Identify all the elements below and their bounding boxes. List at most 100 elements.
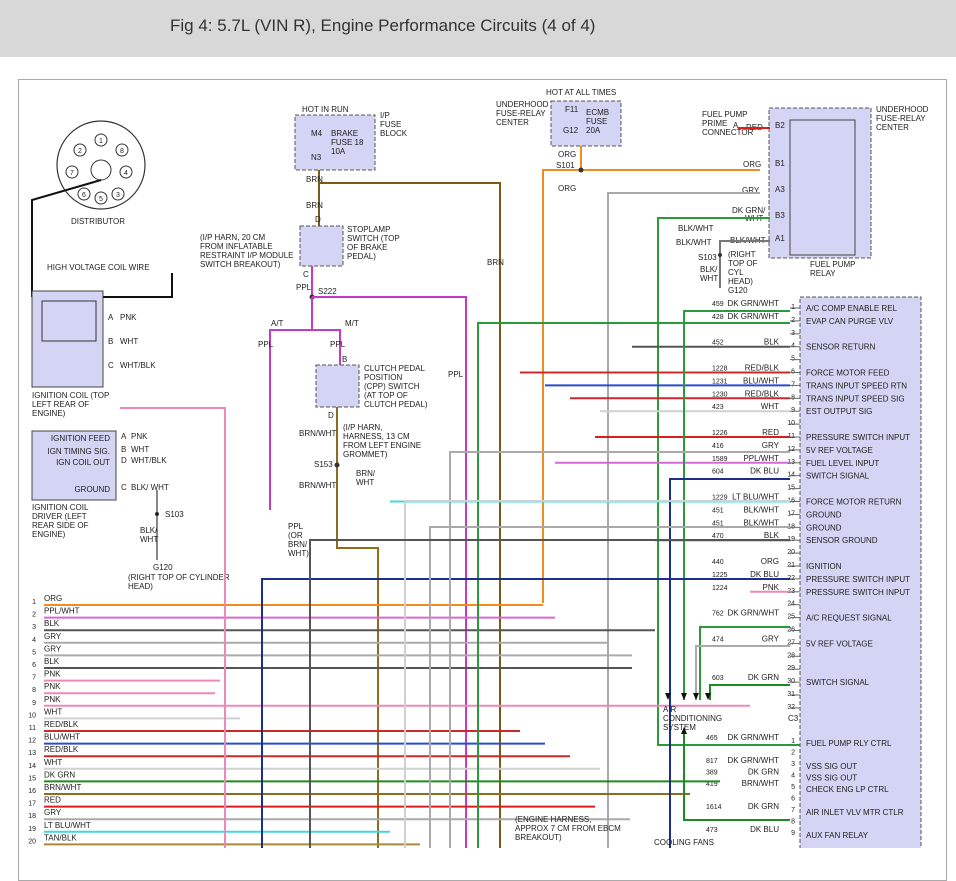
- c2-wire-color: DK BLU: [750, 467, 779, 476]
- distributor-center: [90, 159, 112, 181]
- ac-system-label-line: CONDITIONING: [663, 714, 722, 723]
- underhood-center-label-line: CENTER: [496, 118, 529, 127]
- ip-harness-13cm-note-line: HARNESS, 13 CM: [343, 432, 410, 441]
- left-pin-number: 1: [32, 599, 36, 606]
- relay-pin: A1: [775, 234, 785, 243]
- c3-pin-number: 3: [791, 761, 795, 768]
- left-wire-color: PPL/WHT: [44, 607, 80, 616]
- coil-driver-wire: PNK: [131, 432, 148, 441]
- c2-wire-color: DK BLU: [750, 570, 779, 579]
- switch-signal-wire: [669, 478, 790, 848]
- c2-function: FUEL LEVEL INPUT: [806, 459, 879, 468]
- c3-pin-number: 2: [791, 750, 795, 757]
- blk-wht-wire: [719, 240, 770, 288]
- stoplamp-switch-label-line: OF BRAKE: [347, 243, 387, 252]
- c3-circuit-number: 465: [706, 735, 718, 742]
- distributor-cap: [56, 120, 146, 210]
- ip-fuse-block-label-line: BLOCK: [380, 129, 408, 138]
- fuel-pump-prime-label-line: FUEL PUMP: [702, 110, 748, 119]
- c3-pin-number: 6: [791, 796, 795, 803]
- left-pin-number: 4: [32, 637, 36, 644]
- left-pin-number: 11: [29, 725, 36, 732]
- coil-wire-color: PNK: [120, 313, 137, 322]
- engine-harness-note-line: BREAKOUT): [515, 833, 562, 842]
- ip-fuse-block: [294, 114, 376, 171]
- left-wire-color: RED/BLK: [44, 720, 79, 729]
- splice-s153: [334, 462, 340, 468]
- coil-pnk-wire: [120, 407, 226, 848]
- c2-wire-color: BLU/WHT: [743, 376, 779, 385]
- c3-circuit-number: 817: [706, 758, 718, 765]
- left-pin-number: 17: [28, 801, 36, 808]
- coil-driver-wire: WHT/BLK: [131, 456, 167, 465]
- g120-note-line: (RIGHT TOP OF CYLINDER: [128, 573, 230, 582]
- c2-circuit-number: 1230: [712, 391, 728, 398]
- c2-circuit-number: 474: [712, 636, 724, 643]
- distributor-terminal: [119, 165, 133, 179]
- left-pin-number: 7: [32, 675, 36, 682]
- c3-label: C3: [788, 714, 799, 723]
- ppl-or-note-line: WHT): [288, 549, 309, 558]
- left-wire-color: GRY: [44, 632, 62, 641]
- stoplamp-switch-label-line: SWITCH (TOP: [347, 234, 400, 243]
- ground-wire-a: [404, 500, 790, 848]
- c3-pin-number: 8: [791, 819, 795, 826]
- wire-gry: GRY: [742, 186, 760, 195]
- c2-circuit-number: 762: [712, 611, 724, 618]
- c2-circuit-number: 1224: [712, 585, 728, 592]
- relay-pin: B3: [775, 211, 785, 220]
- c2-circuit-number: 423: [712, 404, 724, 411]
- left-pin-number: 14: [28, 763, 36, 770]
- c2-function: EST OUTPUT SIG: [806, 407, 872, 416]
- coil-wire-label: HIGH VOLTAGE COIL WIRE: [47, 263, 150, 272]
- pin-d: D: [315, 215, 321, 224]
- wire-label: WHT: [700, 274, 718, 283]
- c2-function: SWITCH SIGNAL: [806, 678, 870, 687]
- c3-pin-number: 1: [791, 738, 795, 745]
- wire-label: WHT: [356, 478, 374, 487]
- c3-circuit-number: 389: [706, 770, 718, 777]
- c2-function: SENSOR GROUND: [806, 536, 878, 545]
- ecmb-label: ECMB: [586, 108, 609, 117]
- clutch-switch: [315, 364, 360, 408]
- left-wire-color: WHT: [44, 707, 62, 716]
- wire-brn-wht: BRN/WHT: [299, 481, 336, 490]
- c3-wire-color: DK GRN: [748, 802, 779, 811]
- ip-harness-13cm-note-line: FROM LEFT ENGINE: [343, 441, 421, 450]
- stoplamp-switch-label-line: STOPLAMP: [347, 225, 390, 234]
- c3-pin-number: 9: [791, 830, 795, 837]
- fuse-m4: M4: [311, 129, 323, 138]
- coil-driver-wire: BLK/ WHT: [131, 483, 169, 492]
- c2-circuit-number: 470: [712, 533, 724, 540]
- c3-wire-color: DK GRN/WHT: [727, 756, 779, 765]
- coil-wire: [31, 179, 102, 297]
- c3-function: FUEL PUMP RLY CTRL: [806, 739, 892, 748]
- ignition-coil-driver-label-line: REAR SIDE OF: [32, 521, 89, 530]
- c2-wire-color: WHT: [761, 402, 779, 411]
- left-wire-color: RED: [44, 796, 61, 805]
- left-pin-number: 10: [28, 712, 36, 719]
- left-pin-number: 20: [28, 838, 36, 845]
- distributor-terminal: [94, 191, 108, 205]
- left-wire-color: BLU/WHT: [44, 733, 80, 742]
- distributor-terminal-number: 8: [120, 148, 124, 155]
- c2-function: GROUND: [806, 510, 842, 519]
- c2-function: SENSOR RETURN: [806, 343, 876, 352]
- hot-at-all-times-label: HOT AT ALL TIMES: [546, 88, 616, 97]
- left-pin-number: 8: [32, 687, 36, 694]
- ignition-coil-label-line: LEFT REAR OF: [32, 400, 89, 409]
- left-wire-color: TAN/BLK: [44, 833, 77, 842]
- ppl-wire-right: [312, 296, 467, 848]
- coil-driver-pin-name: IGN TIMING SIG.: [47, 447, 110, 456]
- g120-right-note-line: (RIGHT: [728, 250, 756, 259]
- ac-arrow-icon: [705, 693, 711, 700]
- c2-function: A/C REQUEST SIGNAL: [806, 614, 892, 623]
- ignition-coil-driver-label-line: ENGINE): [32, 530, 66, 539]
- c3-circuit-number: 473: [706, 827, 718, 834]
- brake-fuse-label: BRAKE: [331, 129, 358, 138]
- c3-function: VSS SIG OUT: [806, 762, 857, 771]
- coil-driver-pin-name: GROUND: [74, 485, 110, 494]
- wire-at: A/T: [271, 319, 284, 328]
- ref-voltage-wire: [449, 451, 790, 848]
- ip-harness-note-line: FROM INFLATABLE: [200, 242, 273, 251]
